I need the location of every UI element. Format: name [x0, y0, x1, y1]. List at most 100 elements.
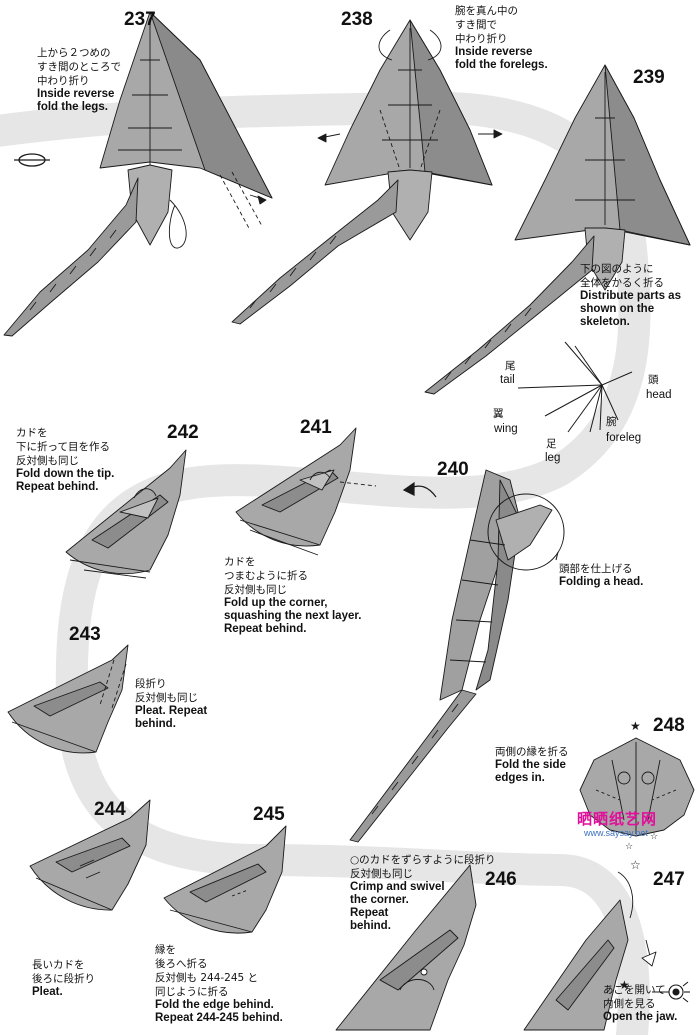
step-number-237: 237 — [124, 9, 156, 30]
head-focus-circle — [487, 493, 565, 571]
caption-jp-line: 頭部を仕上げる — [559, 563, 633, 575]
model-step-245 — [163, 825, 287, 934]
caption-en-line: Repeat behind. — [224, 623, 307, 635]
step-number-238: 238 — [341, 9, 373, 30]
svg-text:☆: ☆ — [650, 832, 658, 842]
model-step-240 — [349, 469, 553, 843]
caption-en-line: Pleat. — [32, 986, 63, 998]
caption-jp-line: 後ろへ折る — [155, 958, 208, 970]
caption-jp-line: ○のカドをずらすように段折り — [350, 854, 496, 866]
flow-arrow-icon — [402, 481, 437, 498]
caption-jp-line: 上から２つめの — [37, 47, 111, 59]
caption-en-line: Fold the edge behind. — [155, 999, 274, 1011]
caption-jp-line: あごを開いて — [603, 984, 666, 996]
svg-text:☆: ☆ — [630, 858, 641, 872]
caption-en-line: Pleat. Repeat — [135, 705, 208, 717]
model-step-248 — [579, 737, 695, 837]
caption-en-line: behind. — [135, 718, 176, 730]
caption-step-238: 腕を真ん中の すき間で 中わり折り Inside reverse fold th… — [455, 4, 548, 72]
caption-step-241: カドを つまむように折る 反対側も同じ Fold up the corner, … — [224, 555, 361, 636]
skeleton-wing-en: wing — [494, 423, 518, 435]
watermark-url: www.saysay.net — [584, 828, 648, 838]
caption-step-240: 頭部を仕上げる Folding a head. — [559, 562, 643, 589]
caption-en-line: Repeat — [350, 907, 389, 919]
step-number-242: 242 — [167, 422, 199, 443]
step-number-245: 245 — [253, 804, 285, 825]
skeleton-leg-en: leg — [545, 452, 561, 464]
svg-text:★: ★ — [630, 719, 641, 733]
caption-jp-line: 下の図のように — [580, 263, 654, 275]
step-number-246: 246 — [485, 869, 517, 890]
step-number-243: 243 — [69, 624, 101, 645]
caption-jp-line: 中わり折り — [37, 75, 90, 87]
caption-step-245: 縁を 後ろへ折る 反対側も 244-245 と 同じように折る Fold the… — [155, 943, 283, 1025]
caption-en-line: squashing the next layer. — [224, 610, 362, 622]
caption-en-line: behind. — [350, 920, 391, 932]
caption-en-line: skeleton. — [580, 316, 630, 328]
caption-step-243: 段折り 反対側も同じ Pleat. Repeat behind. — [135, 677, 207, 731]
step-number-239: 239 — [633, 67, 665, 88]
watermark-logo: 晒晒纸艺网 — [577, 810, 658, 828]
caption-jp-line: 中わり折り — [455, 33, 508, 45]
caption-en-line: shown on the — [580, 303, 655, 315]
model-step-241 — [235, 427, 377, 556]
svg-text:★: ★ — [619, 978, 630, 992]
skeleton-wing-jp: 翼 — [493, 408, 504, 420]
skeleton-head-jp: 頭 — [648, 374, 659, 386]
caption-en-line: Inside reverse — [37, 88, 115, 100]
caption-jp-line: 腕を真ん中の — [455, 5, 518, 17]
caption-en-line: Distribute parts as — [580, 290, 681, 302]
skeleton-diagram — [517, 341, 633, 433]
model-step-246 — [335, 864, 477, 1031]
caption-en-line: fold the legs. — [37, 101, 108, 113]
skeleton-foreleg-en: foreleg — [606, 432, 642, 444]
caption-step-239: 下の図のように 全体をかるく折る Distribute parts as sho… — [580, 262, 681, 329]
caption-jp-line: 反対側も同じ — [224, 584, 287, 596]
svg-text:☆: ☆ — [625, 842, 633, 852]
caption-jp-line: 両側の縁を折る — [495, 746, 569, 758]
caption-en-line: Crimp and swivel — [350, 881, 445, 893]
skeleton-head-en: head — [646, 389, 672, 401]
skeleton-foreleg-jp: 腕 — [606, 416, 617, 428]
model-step-238 — [231, 19, 503, 325]
caption-en-line: Open the jaw. — [603, 1011, 678, 1023]
caption-en-line: Inside reverse — [455, 46, 533, 58]
skeleton-tail-en: tail — [500, 374, 515, 386]
model-step-242 — [65, 449, 187, 579]
caption-jp-line: 反対側も同じ — [135, 692, 198, 704]
caption-jp-line: 下に折って目を作る — [16, 441, 110, 453]
model-step-244 — [29, 799, 151, 911]
eye-icon — [652, 981, 690, 1003]
caption-step-237: 上から２つめの すき間のところで 中わり折り Inside reverse fo… — [37, 46, 121, 114]
model-step-239 — [424, 64, 691, 395]
step-number-247: 247 — [653, 869, 685, 890]
caption-en-line: the corner. — [350, 894, 409, 906]
caption-jp-line: 同じように折る — [155, 986, 229, 998]
caption-jp-line: 反対側も 244-245 と — [155, 972, 259, 984]
caption-step-242: カドを 下に折って目を作る 反対側も同じ Fold down the tip. … — [16, 426, 114, 494]
skeleton-leg-jp: 足 — [546, 438, 557, 450]
turn-over-icon — [14, 153, 50, 167]
step-number-241: 241 — [300, 417, 332, 438]
caption-step-246: ○のカドをずらすように段折り 反対側も同じ Crimp and swivel t… — [350, 853, 495, 933]
caption-jp-line: カドを — [224, 556, 256, 568]
caption-jp-line: 後ろに段折り — [32, 973, 95, 985]
caption-jp-line: すき間のところで — [37, 61, 121, 73]
caption-jp-line: 内側を見る — [603, 998, 656, 1010]
step-number-248: 248 — [653, 715, 685, 736]
caption-jp-line: つまむように折る — [224, 570, 308, 582]
step-number-240: 240 — [437, 459, 469, 480]
caption-en-line: Fold down the tip. — [16, 468, 115, 480]
caption-step-248: 両側の縁を折る Fold the side edges in. — [495, 745, 569, 785]
caption-en-line: Folding a head. — [559, 576, 644, 588]
caption-en-line: Fold the side — [495, 759, 566, 771]
caption-en-line: fold the forelegs. — [455, 59, 548, 71]
reference-star-icon: ★ ☆ ★ ☆ ☆ — [619, 719, 658, 992]
step-number-244: 244 — [94, 799, 126, 820]
caption-jp-line: すき間で — [455, 19, 497, 31]
caption-jp-line: 全体をかるく折る — [580, 277, 664, 289]
caption-step-247: あごを開いて 内側を見る Open the jaw. — [603, 983, 677, 1024]
caption-jp-line: 縁を — [155, 944, 176, 956]
model-step-237 — [3, 11, 273, 337]
